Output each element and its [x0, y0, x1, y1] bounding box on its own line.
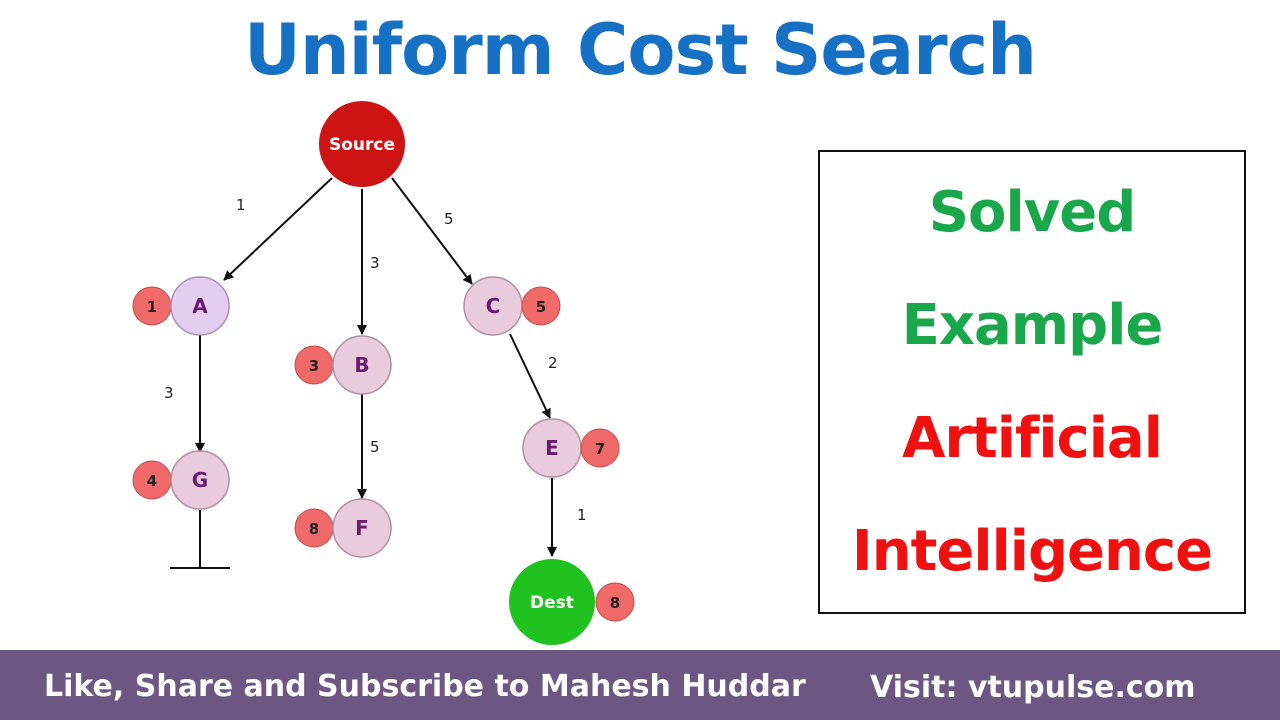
page-title: Uniform Cost Search: [244, 9, 1037, 91]
footer-website-text: Visit: vtupulse.com: [870, 670, 1196, 705]
badge-f-label: 8: [309, 520, 319, 538]
node-g: [170, 450, 230, 510]
info-line-solved: Solved: [928, 180, 1137, 245]
footer-bar: Like, Share and Subscribe to Mahesh Hudd…: [0, 650, 1280, 720]
node-dest-label: Dest: [530, 593, 574, 613]
node-source: [317, 99, 407, 189]
node-f-label: F: [355, 516, 369, 540]
edge-weight-source-a: 1: [236, 196, 246, 214]
edge-weight-source-c: 5: [444, 210, 454, 228]
edge-weight-b-f: 5: [370, 438, 380, 456]
edge-weight-a-g: 3: [164, 384, 174, 402]
footer-subscribe-text: Like, Share and Subscribe to Mahesh Hudd…: [44, 669, 806, 704]
badge-g-label: 4: [147, 472, 157, 490]
badge-a-label: 1: [147, 298, 157, 316]
info-box: Solved Example Artificial Intelligence: [818, 150, 1246, 614]
node-source-label: Source: [329, 135, 395, 155]
badge-c: [521, 286, 561, 326]
node-a-label: A: [192, 294, 208, 318]
edge-weight-c-e: 2: [548, 354, 558, 372]
badge-dest-label: 8: [610, 594, 620, 612]
edge-weight-e-dest: 1: [577, 506, 587, 524]
node-b-label: B: [354, 353, 369, 377]
badge-e-label: 7: [595, 440, 605, 458]
node-f: [332, 498, 392, 558]
edge-weight-source-b: 3: [370, 254, 380, 272]
node-b: [332, 335, 392, 395]
edge-source-c: [391, 177, 473, 285]
badge-b-label: 3: [309, 357, 319, 375]
info-line-intelligence: Intelligence: [851, 519, 1213, 584]
info-line-artificial: Artificial: [902, 406, 1163, 471]
search-tree-diagram: 1 3 5 3 5 2 1 Source 1 A 3 B C 5 4 G 8 F: [132, 99, 635, 647]
badge-c-label: 5: [536, 298, 546, 316]
info-line-example: Example: [901, 293, 1164, 358]
node-a: [170, 276, 230, 336]
node-e-label: E: [545, 436, 559, 460]
badge-dest: [595, 582, 635, 622]
node-g-label: G: [192, 468, 208, 492]
edge-source-a: [223, 177, 333, 281]
badge-e: [580, 428, 620, 468]
edge-c-e: [509, 333, 551, 419]
node-c-label: C: [486, 294, 501, 318]
